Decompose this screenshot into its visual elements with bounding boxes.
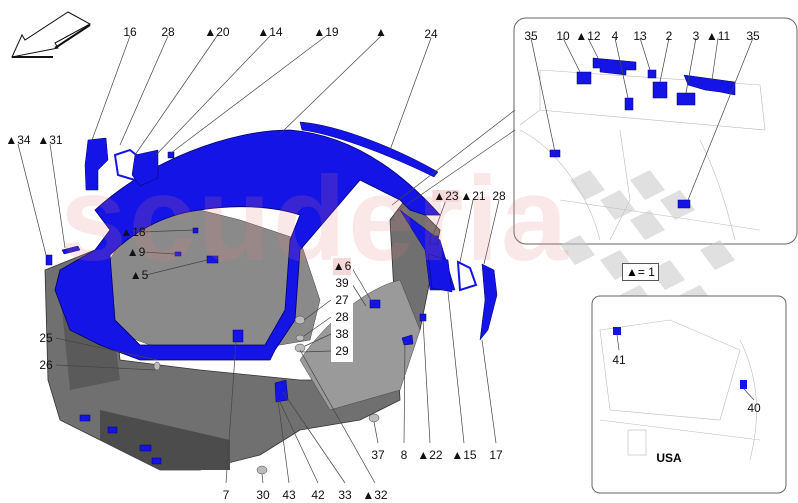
callout-29: 29 [335,344,349,358]
callout-28-right: 28 [492,189,506,203]
callout-23: ▲23 [432,189,460,203]
callout-14: ▲14 [257,25,283,39]
inset-top-parts [549,57,736,209]
inset-callout-13: 13 [633,29,647,43]
rear-spoiler-strip [299,121,439,178]
inset-callout-11: ▲11 [705,29,731,43]
quantity-legend: ▲= 1 [622,263,659,281]
callout-stack: ▲6 39 27 28 38 29 [331,256,353,362]
callout-25: 25 [39,331,53,345]
callout-6: ▲6 [332,258,352,275]
callout-34: ▲34 [5,133,31,147]
inset-top-leaders [530,37,754,201]
inset-callout-10: 10 [556,29,570,43]
inset-callout-35-left: 35 [524,29,538,43]
usa-callout-41: 41 [612,353,626,367]
callout-7: 7 [222,488,230,502]
inset-usa-frame [591,295,787,494]
callout-18: ▲18 [120,225,146,239]
callout-22: ▲22 [417,448,443,462]
front-direction-arrow [11,11,92,58]
callout-20: ▲20 [204,25,230,39]
callout-15: ▲15 [451,448,477,462]
callout-19: ▲19 [313,25,339,39]
callout-9: ▲9 [126,245,146,259]
fasteners [153,315,380,475]
callout-38: 38 [335,327,349,341]
callout-33: 33 [338,488,352,502]
callout-17: 17 [489,448,503,462]
body-shell [44,199,441,471]
callout-24: 24 [424,27,438,41]
callout-43: 43 [282,488,296,502]
inset-callout-2: 2 [665,29,673,43]
usa-caption: USA [652,451,686,465]
inset-callout-3: 3 [692,29,700,43]
usa-callout-40: 40 [747,401,761,415]
inset-callout-4: 4 [611,29,619,43]
callout-39: 39 [335,276,349,290]
inset-callout-12: ▲12 [575,29,601,43]
callout-32: ▲32 [362,488,388,502]
callout-roof: ▲ [375,25,387,39]
leader-lines [17,35,516,484]
callout-5: ▲5 [129,268,149,282]
callout-27: 27 [335,293,349,307]
inset-callout-35-right: 35 [746,29,760,43]
callout-26: 26 [39,358,53,372]
callout-21: ▲21 [460,189,486,203]
callout-16: 16 [123,25,137,39]
callout-28-stack: 28 [335,310,349,324]
inset-usa-parts [613,327,747,389]
callout-31: ▲31 [37,133,63,147]
callout-28: 28 [161,25,175,39]
inset-usa-sketch [599,319,761,461]
small-brackets [45,137,498,465]
callout-37: 37 [371,448,385,462]
callout-42: 42 [311,488,325,502]
inset-top-frame [513,17,798,245]
callout-8: 8 [400,448,408,462]
callout-30: 30 [256,488,270,502]
